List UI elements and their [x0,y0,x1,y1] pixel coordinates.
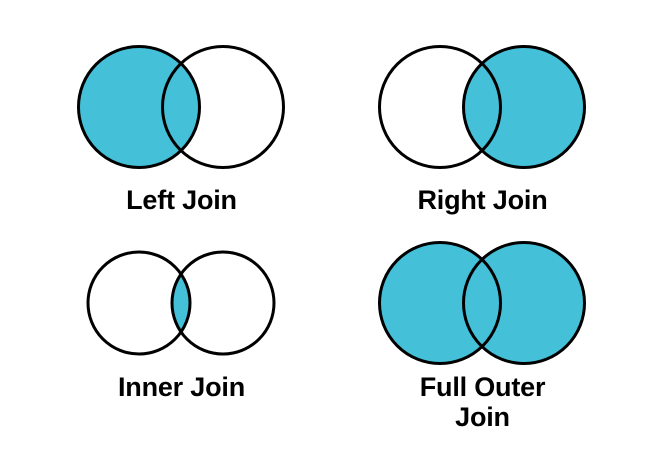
venn-right-circle-fill-inner-join [172,252,274,354]
venn-right-circle-outline-left-join [161,45,285,169]
venn-left-circle-outline-inner-join [86,250,192,356]
venn-label-right-join: Right Join [417,185,548,215]
venn-right-circle-outline-full-outer-join [462,241,586,365]
venn-label-inner-join: Inner Join [117,372,245,402]
venn-label-full-outer-join: Full Outer Join [419,372,546,433]
venn-left-circle-outline-full-outer-join [378,241,502,365]
venn-right-circle-outline-inner-join [170,250,276,356]
venn-right-circle-outline-right-join [462,45,586,169]
venn-left-circle-fill-inner-join [88,252,190,354]
venn-left-circle-outline-right-join [378,45,502,169]
venn-label-left-join: Left Join [126,185,237,215]
venn-left-circle-outline-left-join [77,45,201,169]
